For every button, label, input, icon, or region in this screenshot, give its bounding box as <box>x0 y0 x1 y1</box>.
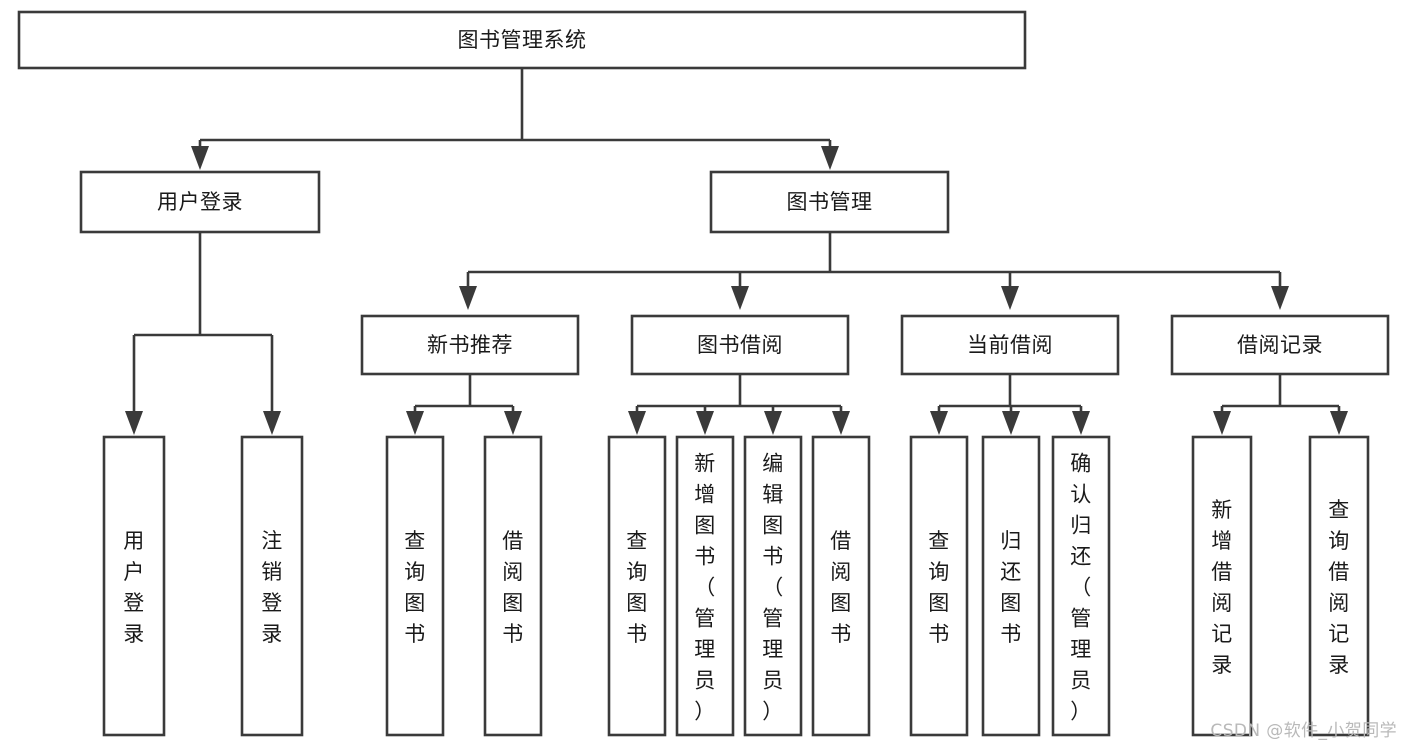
node-leaf-query-book-1[interactable]: 查询图书 <box>385 435 445 737</box>
node-root[interactable]: 图书管理系统 <box>17 10 1027 70</box>
node-box-leaf-edit-book[interactable] <box>743 435 803 737</box>
node-label-leaf-edit-book: 编辑图书（管理员） <box>762 452 784 724</box>
connector-borrowrecord-to-leaves <box>1220 374 1341 413</box>
arrow-to-leaf-query-book-2 <box>628 411 646 435</box>
arrow-to-leaf-confirm-return <box>1072 411 1090 435</box>
node-box-book-manage[interactable] <box>709 170 950 234</box>
node-leaf-borrow-book-2[interactable]: 借阅图书 <box>811 435 871 737</box>
node-box-leaf-confirm-return[interactable] <box>1051 435 1111 737</box>
arrow-to-leaf-query-book-3 <box>930 411 948 435</box>
node-label-book-borrow: 图书借阅 <box>697 333 783 357</box>
node-box-leaf-query-book-1[interactable] <box>385 435 445 737</box>
node-leaf-borrow-book-1[interactable]: 借阅图书 <box>483 435 543 737</box>
arrow-to-leaf-query-book-1 <box>406 411 424 435</box>
node-box-current-borrow[interactable] <box>900 314 1120 376</box>
arrow-to-user-login <box>191 146 209 170</box>
arrow-to-leaf-add-book <box>696 411 714 435</box>
node-current-borrow[interactable]: 当前借阅 <box>900 314 1120 376</box>
node-leaf-logout[interactable]: 注销登录 <box>240 435 304 737</box>
connector-layer <box>125 68 1348 435</box>
node-label-leaf-return-book: 归还图书 <box>1000 529 1022 646</box>
arrow-to-borrow-record <box>1271 286 1289 310</box>
node-label-leaf-add-record: 新增借阅记录 <box>1211 498 1233 677</box>
connector-bookmanage-to-level3 <box>466 232 1282 288</box>
arrow-to-leaf-logout <box>263 411 281 435</box>
node-box-leaf-query-book-2[interactable] <box>607 435 667 737</box>
arrow-to-current-borrow <box>1001 286 1019 310</box>
arrow-to-leaf-user-login <box>125 411 143 435</box>
node-leaf-query-book-2[interactable]: 查询图书 <box>607 435 667 737</box>
arrow-to-leaf-borrow-book-2 <box>832 411 850 435</box>
node-book-borrow[interactable]: 图书借阅 <box>630 314 850 376</box>
node-box-root[interactable] <box>17 10 1027 70</box>
node-leaf-confirm-return[interactable]: 确认归还（管理员） <box>1051 435 1111 737</box>
node-box-book-borrow[interactable] <box>630 314 850 376</box>
node-label-leaf-borrow-book-1: 借阅图书 <box>502 529 524 646</box>
node-box-leaf-logout[interactable] <box>240 435 304 737</box>
node-label-leaf-user-login: 用户登录 <box>123 529 145 646</box>
node-label-root: 图书管理系统 <box>458 28 587 52</box>
arrow-to-leaf-return-book <box>1002 411 1020 435</box>
arrow-to-leaf-edit-book <box>764 411 782 435</box>
node-label-borrow-record: 借阅记录 <box>1237 333 1323 357</box>
node-label-book-manage: 图书管理 <box>787 190 873 214</box>
node-label-leaf-confirm-return: 确认归还（管理员） <box>1070 452 1092 724</box>
node-leaf-add-record[interactable]: 新增借阅记录 <box>1191 435 1253 737</box>
node-box-leaf-add-book[interactable] <box>675 435 735 737</box>
node-label-leaf-query-book-1: 查询图书 <box>404 529 426 646</box>
arrow-to-book-borrow <box>731 286 749 310</box>
node-box-leaf-query-book-3[interactable] <box>909 435 969 737</box>
node-label-leaf-add-book: 新增图书（管理员） <box>694 452 716 724</box>
node-box-borrow-record[interactable] <box>1170 314 1390 376</box>
node-leaf-add-book[interactable]: 新增图书（管理员） <box>675 435 735 737</box>
node-box-leaf-query-record[interactable] <box>1308 435 1370 737</box>
node-box-leaf-borrow-book-2[interactable] <box>811 435 871 737</box>
node-label-leaf-query-book-3: 查询图书 <box>928 529 950 646</box>
node-book-manage[interactable]: 图书管理 <box>709 170 950 234</box>
node-user-login[interactable]: 用户登录 <box>79 170 321 234</box>
node-box-new-book-rec[interactable] <box>360 314 580 376</box>
node-label-leaf-borrow-book-2: 借阅图书 <box>830 529 852 646</box>
node-label-new-book-rec: 新书推荐 <box>427 333 513 357</box>
node-box-leaf-borrow-book-1[interactable] <box>483 435 543 737</box>
arrow-to-leaf-query-record <box>1330 411 1348 435</box>
node-label-user-login: 用户登录 <box>157 190 243 214</box>
node-label-leaf-query-book-2: 查询图书 <box>626 529 648 646</box>
connector-userlogin-to-leaves <box>132 232 274 413</box>
node-leaf-user-login[interactable]: 用户登录 <box>102 435 166 737</box>
node-label-leaf-logout: 注销登录 <box>261 529 283 646</box>
node-leaf-edit-book[interactable]: 编辑图书（管理员） <box>743 435 803 737</box>
arrow-to-book-manage <box>821 146 839 170</box>
connector-currentborrow-to-leaves <box>937 374 1083 413</box>
node-box-leaf-return-book[interactable] <box>981 435 1041 737</box>
node-box-user-login[interactable] <box>79 170 321 234</box>
node-box-leaf-add-record[interactable] <box>1191 435 1253 737</box>
node-new-book-rec[interactable]: 新书推荐 <box>360 314 580 376</box>
node-borrow-record[interactable]: 借阅记录 <box>1170 314 1390 376</box>
node-box-leaf-user-login[interactable] <box>102 435 166 737</box>
connector-newbook-to-leaves <box>413 374 515 413</box>
node-label-leaf-query-record: 查询借阅记录 <box>1328 498 1350 677</box>
node-leaf-query-record[interactable]: 查询借阅记录 <box>1308 435 1370 737</box>
connector-bookborrow-to-leaves <box>635 374 843 413</box>
arrow-to-leaf-borrow-book-1 <box>504 411 522 435</box>
node-label-current-borrow: 当前借阅 <box>967 333 1053 357</box>
connector-root-to-level2 <box>198 68 832 148</box>
node-leaf-return-book[interactable]: 归还图书 <box>981 435 1041 737</box>
arrow-to-new-book-rec <box>459 286 477 310</box>
arrow-to-leaf-add-record <box>1213 411 1231 435</box>
node-layer: 图书管理系统用户登录图书管理新书推荐图书借阅当前借阅借阅记录用户登录注销登录查询… <box>17 10 1390 737</box>
node-leaf-query-book-3[interactable]: 查询图书 <box>909 435 969 737</box>
